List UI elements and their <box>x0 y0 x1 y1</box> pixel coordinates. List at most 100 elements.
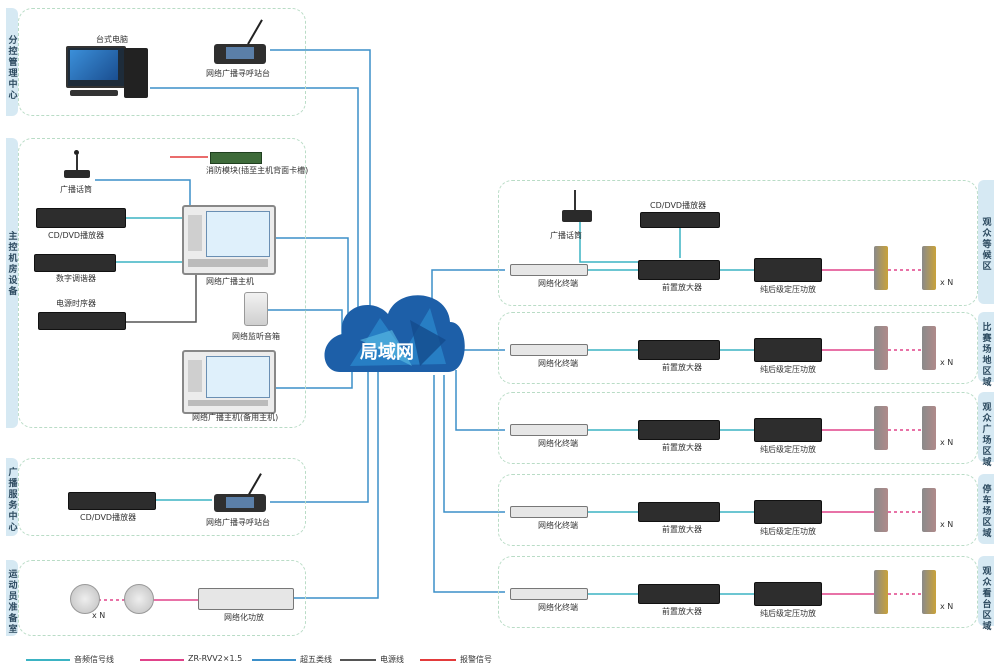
cat5-line-service <box>270 370 369 503</box>
power-line-seq <box>125 272 197 323</box>
cat5-line-zone3 <box>455 370 505 431</box>
athlete-xn: x N <box>92 611 106 620</box>
service-paging-station <box>214 473 266 512</box>
service-cd-player <box>68 492 156 510</box>
power-amp-label: 纯后级定压功放 <box>760 365 816 374</box>
zone-mic-label: 广播话筒 <box>550 231 582 240</box>
service-cd-label: CD/DVD播放器 <box>80 513 137 522</box>
zone-mic-base <box>562 210 592 222</box>
network-terminal <box>510 506 588 518</box>
cat5-line-zone5 <box>433 375 505 593</box>
cat5-line-athlete <box>292 370 379 599</box>
host-label: 网络广播主机 <box>206 277 254 286</box>
zone-mic-stem <box>574 190 576 212</box>
branch-box <box>18 8 306 116</box>
preamp-label: 前置放大器 <box>662 283 702 292</box>
zone-speaker-2 <box>922 488 936 532</box>
zone-xn: x N <box>940 438 954 447</box>
terminal-label: 网络化终端 <box>538 521 578 530</box>
zone-title: 停车场区域 <box>982 485 992 539</box>
power-amp-label: 纯后级定压功放 <box>760 609 816 618</box>
power-amp-label: 纯后级定压功放 <box>760 445 816 454</box>
legend-label: 音频信号线 <box>74 655 114 664</box>
legend-swatch <box>140 659 184 661</box>
legend-label: 电源线 <box>380 655 404 664</box>
legend-swatch <box>340 659 376 661</box>
audio-line-mic <box>95 179 191 205</box>
cd-player <box>36 208 126 228</box>
preamplifier <box>638 502 720 522</box>
power-amp-label: 纯后级定压功放 <box>760 285 816 294</box>
power-amplifier <box>754 338 822 362</box>
lan-label: 局域网 <box>360 342 414 363</box>
main-box <box>18 138 306 428</box>
cat5-line-backup <box>272 368 353 389</box>
cat5-line-host <box>272 237 349 330</box>
cat5-line-zone1 <box>431 269 505 310</box>
cat5-line-zone4 <box>443 375 505 513</box>
zone-speaker-2 <box>922 326 936 370</box>
tuner-label: 数字调谐器 <box>56 274 96 283</box>
legend-swatch <box>252 659 296 661</box>
zone-box <box>498 312 978 384</box>
zone-tab <box>978 556 994 626</box>
power-amplifier <box>754 258 822 282</box>
zone-box <box>498 556 978 628</box>
broadcast-mic <box>62 150 92 178</box>
zone-xn: x N <box>940 358 954 367</box>
power-amplifier <box>754 418 822 442</box>
fire-label: 消防模块(插至主机背面卡槽) <box>206 166 309 175</box>
legend-label: ZR-RVV2×1.5 <box>188 654 243 663</box>
zone-speaker-1 <box>874 246 888 290</box>
power-sequencer <box>38 312 126 330</box>
terminal-label: 网络化终端 <box>538 439 578 448</box>
backup-host-label: 网络广播主机(备用主机) <box>192 413 279 422</box>
zone-box <box>498 474 978 546</box>
preamp-label: 前置放大器 <box>662 443 702 452</box>
monitor-speaker <box>244 292 268 326</box>
main-tab <box>6 138 18 428</box>
service-title: 广播服务中心 <box>8 468 18 533</box>
desktop-label: 台式电脑 <box>96 35 128 44</box>
zone-tab <box>978 180 994 304</box>
zone-speaker-1 <box>874 570 888 614</box>
zone-speaker-2 <box>922 246 936 290</box>
preamp-label: 前置放大器 <box>662 363 702 372</box>
paging-label: 网络广播寻呼站台 <box>206 69 270 78</box>
zone-title: 观众看台区域 <box>982 567 992 632</box>
power-amplifier <box>754 500 822 524</box>
network-terminal <box>510 264 588 276</box>
zone-tab <box>978 312 994 382</box>
paging-station <box>214 19 266 64</box>
mic-label: 广播话筒 <box>60 185 92 194</box>
legend-label: 超五类线 <box>300 655 332 664</box>
terminal-label: 网络化终端 <box>538 603 578 612</box>
zone-title: 观众广场区域 <box>982 403 992 468</box>
service-paging-label: 网络广播寻呼站台 <box>206 518 270 527</box>
monitor-label: 网络监听音箱 <box>232 332 280 341</box>
preamplifier <box>638 340 720 360</box>
ceiling-speaker-1 <box>70 584 100 614</box>
branch-title: 分控管理中心 <box>8 36 18 101</box>
zone-box <box>498 392 978 464</box>
network-amp-label: 网络化功放 <box>224 613 264 622</box>
network-amp <box>198 588 294 610</box>
main-title: 主控机房设备 <box>8 232 18 297</box>
zone-xn: x N <box>940 602 954 611</box>
cat5-line-paging <box>270 49 371 330</box>
athlete-title: 运动员准备室 <box>8 570 18 635</box>
power-amp-label: 纯后级定压功放 <box>760 527 816 536</box>
terminal-label: 网络化终端 <box>538 279 578 288</box>
preamp-label: 前置放大器 <box>662 607 702 616</box>
audio-line-zone-mic <box>579 222 638 263</box>
zone-speaker-1 <box>874 488 888 532</box>
network-terminal <box>510 344 588 356</box>
service-tab <box>6 458 18 536</box>
zone-cd-label: CD/DVD播放器 <box>650 201 707 210</box>
sequencer-label: 电源时序器 <box>56 299 96 308</box>
network-terminal <box>510 424 588 436</box>
zone-xn: x N <box>940 278 954 287</box>
zone-title: 观众等候区 <box>982 218 992 272</box>
athlete-tab <box>6 560 18 636</box>
